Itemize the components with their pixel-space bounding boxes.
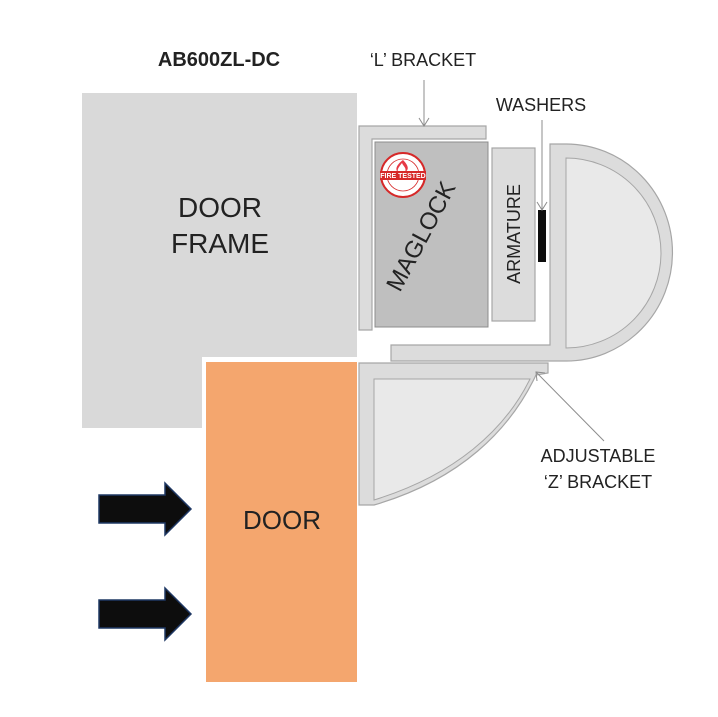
washers-pointer-head <box>536 201 548 211</box>
fire-tested-text: FIRE TESTED <box>380 173 426 180</box>
z-bracket-lower-inner <box>373 378 531 501</box>
l-bracket-label: ‘L’ BRACKET <box>370 50 476 70</box>
z-bracket-pointer-head <box>535 371 546 382</box>
z-bracket-label-line1: ADJUSTABLE <box>541 446 656 466</box>
door <box>206 362 357 682</box>
l-bracket <box>358 125 487 331</box>
washers <box>538 210 546 262</box>
armature-label: ARMATURE <box>504 184 524 284</box>
l-bracket-pointer-head <box>418 117 430 127</box>
fire-tested-ribbon <box>380 171 426 180</box>
door-label: DOOR <box>243 505 321 535</box>
flame-icon <box>396 160 408 172</box>
z-bracket-label-line2: ‘Z’ BRACKET <box>544 472 652 492</box>
door-frame-label-line1: DOOR <box>178 192 262 223</box>
armature <box>491 147 536 322</box>
door-frame-label-line2: FRAME <box>171 228 269 259</box>
washers-label: WASHERS <box>496 95 586 115</box>
fire-tested-badge: FIRE TESTED <box>380 152 426 198</box>
push-arrow-upper <box>98 481 193 537</box>
z-bracket-upper-inner <box>565 157 662 349</box>
z-bracket-pointer-line <box>535 371 605 442</box>
diagram-title: AB600ZL-DC <box>158 49 280 71</box>
door-frame <box>82 93 357 428</box>
push-arrow-lower <box>98 586 193 642</box>
